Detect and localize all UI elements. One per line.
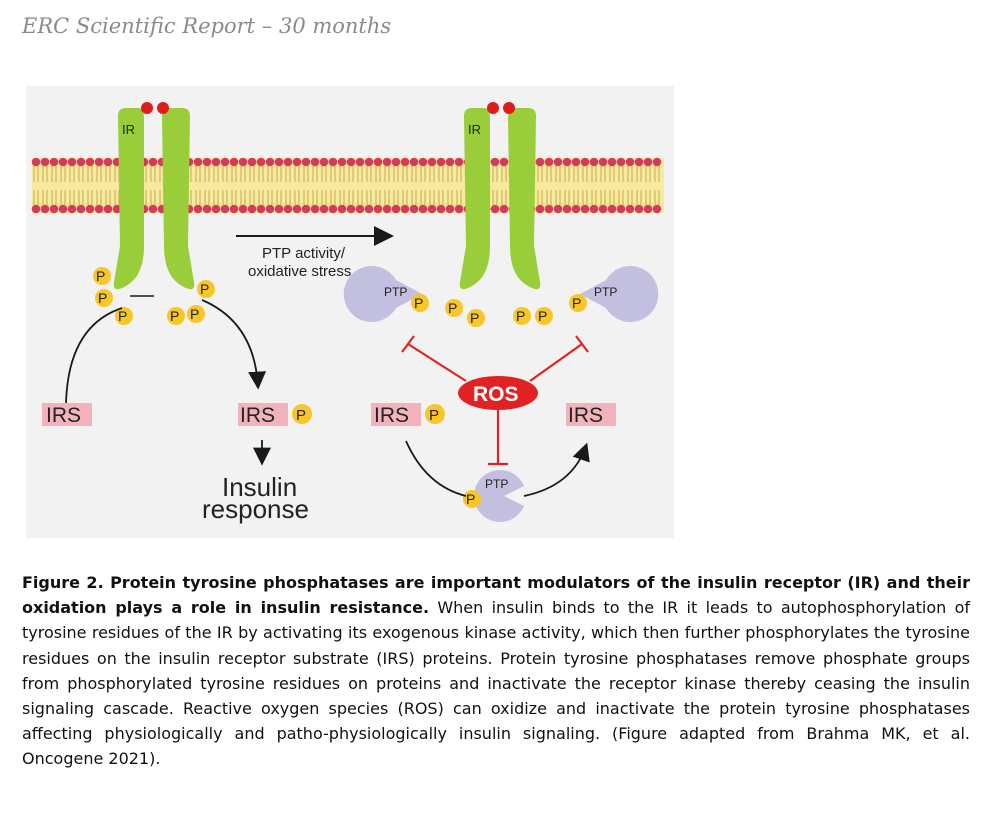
svg-text:IRS: IRS	[240, 404, 275, 427]
ptp-right: PTP P	[569, 266, 659, 322]
svg-text:P: P	[448, 300, 457, 316]
ros-inhibition-lines	[401, 335, 589, 466]
insulin-receptor-right: IR	[459, 102, 541, 290]
svg-text:P: P	[466, 491, 475, 507]
ptp-left: PTP P	[343, 266, 429, 322]
svg-text:P: P	[538, 308, 547, 324]
svg-text:PTP: PTP	[485, 477, 508, 491]
svg-text:P: P	[296, 407, 306, 424]
transition-label-line2: oxidative stress	[248, 263, 351, 280]
svg-text:P: P	[98, 290, 107, 306]
left-receptor-phosphates: P P P P P P	[93, 267, 215, 325]
ros-node: ROS	[458, 376, 538, 410]
irs-phosphorylated-left: IRS P	[238, 403, 312, 427]
svg-text:P: P	[470, 310, 479, 326]
svg-text:P: P	[572, 295, 581, 311]
svg-text:P: P	[414, 295, 423, 311]
figure-diagram: IR P P P P P P IRS IRS P Insulin respons…	[31, 102, 664, 524]
svg-text:P: P	[190, 306, 199, 322]
caption-title: Figure 2. Protein tyrosine phosphatases …	[22, 573, 970, 618]
receptor-label-left: IR	[122, 122, 135, 137]
report-header: ERC Scientific Report – 30 months	[22, 14, 392, 38]
transition-label-line1: PTP activity/	[262, 245, 346, 262]
svg-text:P: P	[429, 407, 439, 424]
receptor-label-right: IR	[468, 122, 481, 137]
svg-text:P: P	[96, 268, 105, 284]
svg-text:P: P	[516, 308, 525, 324]
svg-text:PTP: PTP	[594, 285, 617, 299]
figure-caption: Figure 2. Protein tyrosine phosphatases …	[22, 570, 970, 772]
insulin-signaling-figure: IR P P P P P P IRS IRS P Insulin respons…	[26, 86, 674, 538]
svg-text:PTP: PTP	[384, 285, 407, 299]
svg-text:ROS: ROS	[473, 383, 519, 406]
insulin-receptor-left: IR	[113, 102, 195, 290]
svg-text:IRS: IRS	[46, 404, 81, 427]
insulin-response-line2: response	[202, 494, 309, 524]
irs-left-unphosphorylated: IRS	[42, 403, 92, 427]
right-receptor-phosphates: P P P P	[445, 299, 553, 327]
svg-text:IRS: IRS	[568, 404, 603, 427]
ptp-bottom: PTP P	[463, 469, 524, 522]
caption-body: When insulin binds to the IR it leads to…	[22, 598, 971, 769]
svg-text:IRS: IRS	[374, 404, 409, 427]
irs-phosphorylated-right: IRS P	[371, 403, 445, 427]
svg-text:P: P	[170, 308, 179, 324]
insulin-response-line1: Insulin	[222, 472, 297, 502]
irs-right-dephosphorylated: IRS	[566, 403, 616, 427]
svg-text:P: P	[118, 308, 127, 324]
svg-text:P: P	[200, 281, 209, 297]
